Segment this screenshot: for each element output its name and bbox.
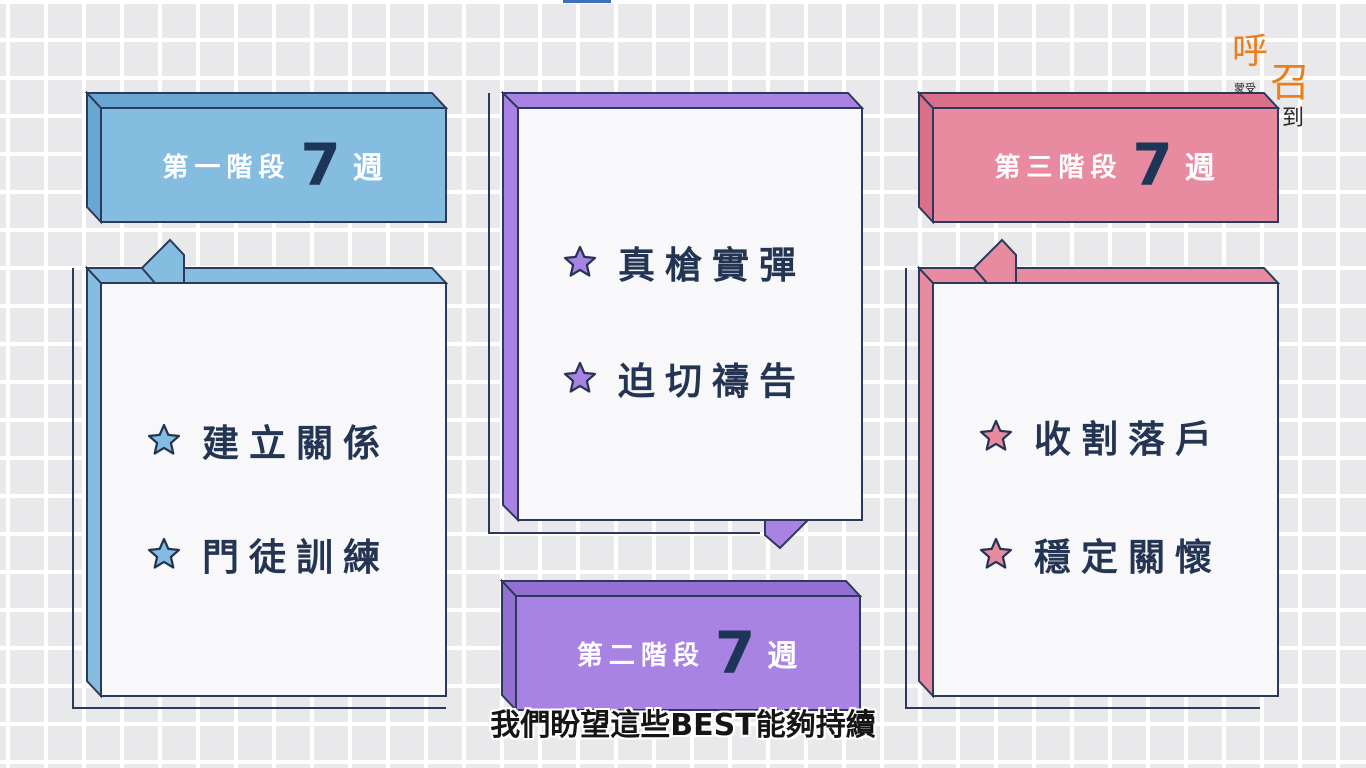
stage-2-header: 第二階段 7 週 (516, 596, 860, 710)
star-icon (979, 537, 1013, 569)
video-subtitle: 我們盼望這些BEST能夠持續 (490, 708, 876, 743)
item-label: 建立關係 (202, 422, 390, 465)
stage-3-unit: 週 (1184, 151, 1217, 186)
stage-1-number: 7 (300, 131, 341, 199)
item-label: 穩定關懷 (1034, 536, 1222, 579)
stage-1-item-1: 建立關係 (146, 410, 390, 470)
star-icon (563, 245, 597, 277)
stage-1-item-2: 門徒訓練 (146, 524, 390, 584)
star-icon (147, 537, 181, 569)
stage-1-items: 建立關係 門徒訓練 (146, 410, 390, 584)
item-label: 收割落戶 (1034, 418, 1222, 461)
stage-3-header: 第三階段 7 週 (933, 108, 1278, 222)
stage-1-unit: 週 (352, 151, 385, 186)
stage-2-item-2: 迫切禱告 (562, 348, 806, 408)
stage-3-item-1: 收割落戶 (978, 406, 1222, 466)
star-icon (147, 423, 181, 455)
stage-1-header: 第一階段 7 週 (101, 108, 446, 222)
stage-2-unit: 週 (767, 639, 800, 674)
stage-2-label: 第二階段 (576, 640, 705, 671)
stage-2-items: 真槍實彈 迫切禱告 (562, 232, 806, 408)
stage-3-number: 7 (1132, 131, 1173, 199)
stage-1-label: 第一階段 (162, 152, 291, 183)
star-icon (563, 361, 597, 393)
logo-char-1: 呼 (1232, 31, 1269, 72)
stage-2-number: 7 (714, 619, 756, 687)
item-label: 迫切禱告 (618, 360, 806, 403)
top-tab (563, 0, 611, 3)
stage-2-item-1: 真槍實彈 (562, 232, 806, 292)
stage-3-label: 第三階段 (994, 152, 1123, 183)
item-label: 門徒訓練 (202, 536, 390, 579)
stage-3-items: 收割落戶 穩定關懷 (978, 406, 1222, 584)
logo-small-text: 蒙受 (1234, 82, 1256, 95)
logo-char-2: 召 (1270, 60, 1310, 106)
item-label: 真槍實彈 (618, 244, 806, 287)
star-icon (979, 419, 1013, 451)
stage-3-item-2: 穩定關懷 (978, 524, 1222, 584)
